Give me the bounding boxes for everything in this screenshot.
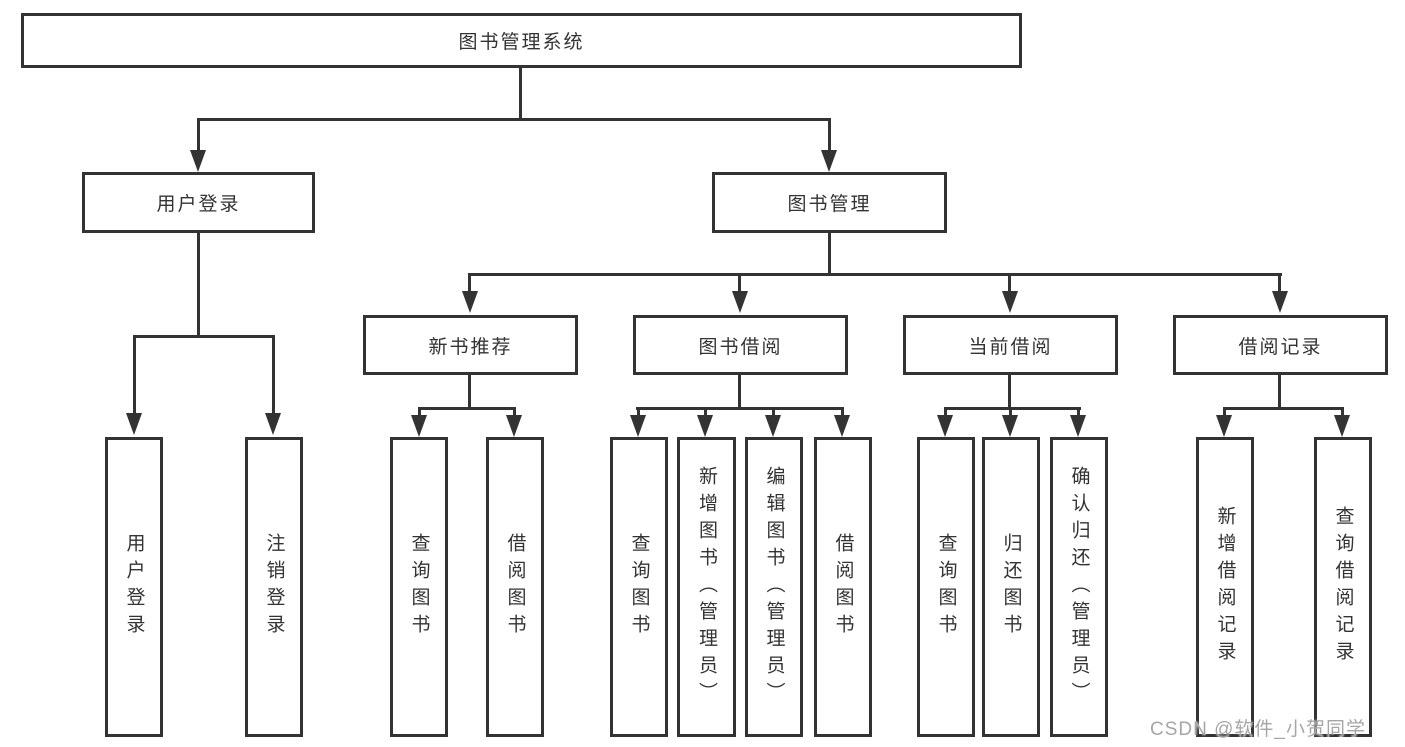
- connector-level2-bar: [197, 118, 831, 121]
- connector-userlogin-bar: [133, 335, 275, 338]
- connector-leaf-stub: [1341, 407, 1344, 417]
- node-user-login: 用户登录: [82, 172, 315, 233]
- leaf-current-query-books: 查询图书: [917, 437, 975, 737]
- leaf-current-confirm-return-admin: 确认归还（管理员）: [1050, 437, 1108, 737]
- node-borrowing-records: 借阅记录: [1173, 315, 1388, 375]
- connector-leaf-stub: [513, 407, 516, 417]
- node-current-borrowing: 当前借阅: [903, 315, 1118, 375]
- arrowhead-currentborrow: [1002, 291, 1018, 313]
- node-library-system: 图书管理系统: [21, 13, 1022, 68]
- leaf-logout: 注销登录: [245, 437, 303, 737]
- leaf-records-query-record: 查询借阅记录: [1314, 437, 1372, 737]
- leaf-borrow-query-books: 查询图书: [610, 437, 668, 737]
- connector-to-leaf-logout: [272, 335, 275, 413]
- arrowhead-leaf: [1002, 415, 1018, 437]
- connector-bookmgmt-stem: [828, 233, 831, 275]
- arrowhead-leaf: [506, 415, 522, 437]
- arrowhead-user-login: [190, 150, 206, 172]
- connector-currentborrow-stem: [1008, 375, 1011, 407]
- leaf-newbook-query-books: 查询图书: [390, 437, 448, 737]
- connector-to-borrowrecord: [1278, 273, 1281, 293]
- connector-userlogin-stem: [197, 233, 200, 335]
- connector-to-user-login: [197, 118, 200, 152]
- connector-newbook-stem: [468, 375, 471, 407]
- connector-to-book-management: [828, 118, 831, 152]
- connector-level3-bar: [469, 273, 1282, 276]
- connector-borrowrecord-stem: [1278, 375, 1281, 407]
- connector-leaf-stub: [637, 407, 640, 417]
- connector-leaf-stub: [1009, 407, 1012, 417]
- connector-leaf-stub: [841, 407, 844, 417]
- connector-leaf-stub: [704, 407, 707, 417]
- arrowhead-leaf: [834, 415, 850, 437]
- leaf-borrow-borrow-books: 借阅图书: [814, 437, 872, 737]
- leaf-user-login: 用户登录: [105, 437, 163, 737]
- arrowhead-leaf: [1070, 415, 1086, 437]
- node-book-management: 图书管理: [712, 172, 947, 233]
- connector-leaf-stub: [418, 407, 421, 417]
- node-new-book-recommendation: 新书推荐: [363, 315, 578, 375]
- arrowhead-leaf: [630, 415, 646, 437]
- connector-leaf-stub: [1223, 407, 1226, 417]
- connector-newbook-bar: [418, 407, 516, 410]
- connector-borrowrecord-bar: [1223, 407, 1344, 410]
- connector-leaf-stub: [944, 407, 947, 417]
- node-book-borrowing: 图书借阅: [633, 315, 848, 375]
- leaf-borrow-edit-books-admin: 编辑图书（管理员）: [745, 437, 803, 737]
- arrowhead-leaf: [411, 415, 427, 437]
- arrowhead-leaf: [765, 415, 781, 437]
- arrowhead-book-management: [821, 150, 837, 172]
- leaf-records-add-record: 新增借阅记录: [1196, 437, 1254, 737]
- arrowhead-newbook: [462, 291, 478, 313]
- arrowhead-leaf-logout: [265, 413, 281, 435]
- arrowhead-bookborrow: [732, 291, 748, 313]
- connector-leaf-stub: [772, 407, 775, 417]
- connector-bookborrow-stem: [738, 375, 741, 407]
- arrowhead-leaf-login: [126, 413, 142, 435]
- csdn-watermark: CSDN @软件_小贺同学: [1150, 719, 1366, 740]
- arrowhead-leaf: [697, 415, 713, 437]
- connector-currentborrow-bar: [944, 407, 1081, 410]
- connector-to-leaf-login: [133, 335, 136, 413]
- arrowhead-leaf: [1216, 415, 1232, 437]
- arrowhead-leaf: [1334, 415, 1350, 437]
- connector-to-newbook: [468, 273, 471, 293]
- connector-to-currentborrow: [1008, 273, 1011, 293]
- arrowhead-leaf: [937, 415, 953, 437]
- connector-to-bookborrow: [738, 273, 741, 293]
- connector-bookborrow-bar: [636, 407, 844, 410]
- leaf-newbook-borrow-books: 借阅图书: [486, 437, 544, 737]
- arrowhead-borrowrecord: [1272, 291, 1288, 313]
- leaf-borrow-add-books-admin: 新增图书（管理员）: [677, 437, 736, 737]
- leaf-current-return-books: 归还图书: [982, 437, 1040, 737]
- connector-leaf-stub: [1077, 407, 1080, 417]
- connector-root-stem: [519, 68, 522, 118]
